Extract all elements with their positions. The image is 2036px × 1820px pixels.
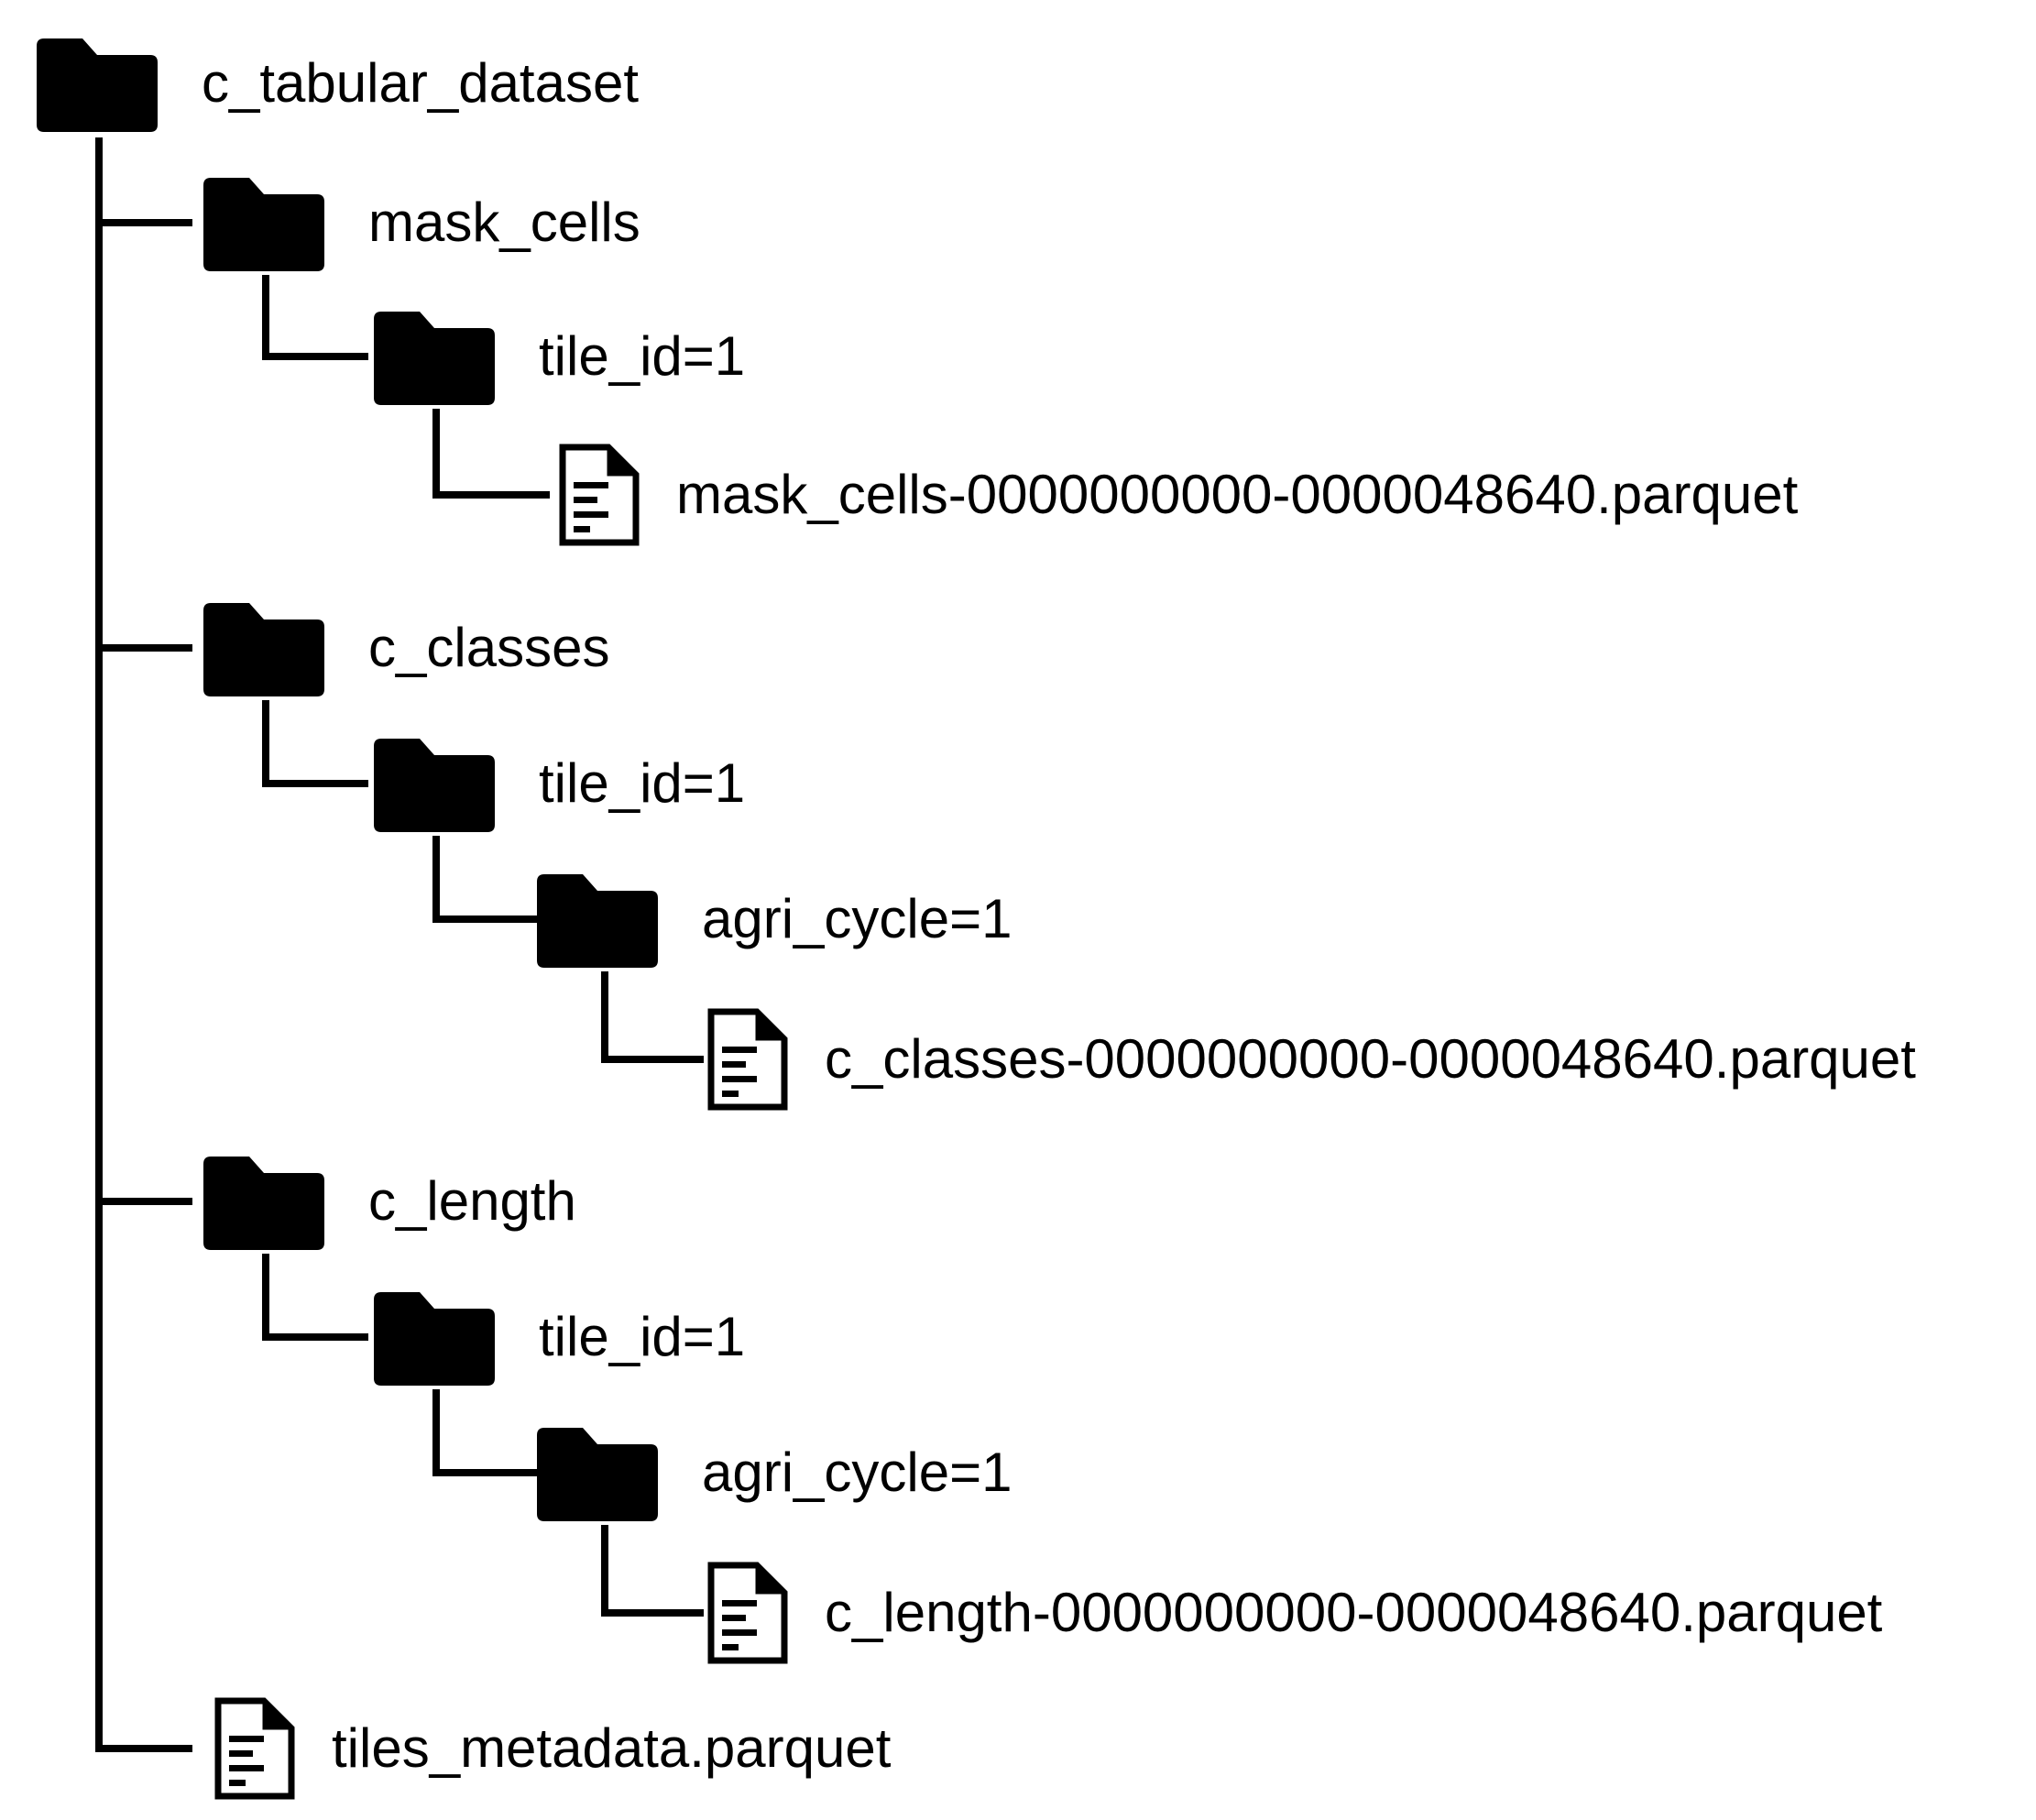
document-icon — [555, 444, 640, 546]
folder-icon — [203, 1153, 324, 1250]
tree-node-label: c_classes — [368, 617, 610, 678]
connector-elbow-tile-maskfile — [432, 409, 550, 499]
tree-node-c-tabular-dataset: c_tabular_dataset — [37, 35, 639, 132]
tree-node-agri-cycle-1: agri_cycle=1 — [537, 871, 1013, 968]
folder-icon — [374, 308, 495, 405]
tree-node-c-length-parquet: c_length-0000000000-0000048640.parquet — [704, 1562, 1882, 1664]
tree-node-label: tiles_metadata.parquet — [332, 1717, 892, 1779]
folder-icon — [374, 1288, 495, 1386]
connector-branch-mask-cells — [103, 219, 192, 226]
folder-icon — [537, 871, 658, 968]
tree-node-mask-cells: mask_cells — [203, 174, 640, 271]
tree-node-tile-id-1: tile_id=1 — [374, 308, 745, 405]
connector-elbow-c-classes-tile — [262, 700, 368, 787]
connector-elbow-c-length-tile — [262, 1254, 368, 1341]
connector-elbow-agri-classesfile — [601, 971, 704, 1063]
tree-node-c-classes-parquet: c_classes-0000000000-0000048640.parquet — [704, 1008, 1916, 1111]
tree-node-label: mask_cells — [368, 192, 640, 253]
tree-node-mask-cells-parquet: mask_cells-0000000000-0000048640.parquet — [555, 444, 1798, 546]
folder-icon — [203, 599, 324, 696]
folder-icon — [374, 735, 495, 832]
connector-elbow-tile-agri-2 — [432, 1389, 537, 1476]
connector-branch-c-length — [103, 1198, 192, 1205]
connector-trunk-elbow — [95, 137, 192, 1752]
document-icon — [211, 1697, 295, 1800]
tree-node-label: c_length — [368, 1170, 576, 1232]
tree-node-tiles-metadata-parquet: tiles_metadata.parquet — [211, 1697, 891, 1800]
tree-node-label: agri_cycle=1 — [702, 888, 1013, 949]
folder-icon — [203, 174, 324, 271]
connector-branch-c-classes — [103, 644, 192, 652]
folder-icon — [537, 1424, 658, 1521]
tree-node-label: tile_id=1 — [539, 325, 746, 387]
tree-node-label: tile_id=1 — [539, 1306, 746, 1367]
connector-elbow-agri-lengthfile — [601, 1525, 704, 1617]
tree-node-c-classes: c_classes — [203, 599, 609, 696]
tree-node-label: mask_cells-0000000000-0000048640.parquet — [676, 464, 1799, 525]
document-icon — [704, 1562, 788, 1664]
tree-node-agri-cycle-1: agri_cycle=1 — [537, 1424, 1013, 1521]
connector-elbow-mask-cells-tile — [262, 275, 368, 360]
tree-node-c-length: c_length — [203, 1153, 576, 1250]
connector-elbow-tile-agri-1 — [432, 836, 537, 923]
tree-node-label: c_classes-0000000000-0000048640.parquet — [825, 1028, 1916, 1090]
folder-icon — [37, 35, 158, 132]
tree-node-label: c_length-0000000000-0000048640.parquet — [825, 1582, 1883, 1643]
tree-node-label: tile_id=1 — [539, 752, 746, 814]
tree-node-tile-id-1: tile_id=1 — [374, 1288, 745, 1386]
document-icon — [704, 1008, 788, 1111]
tree-node-label: c_tabular_dataset — [202, 52, 640, 114]
tree-node-tile-id-1: tile_id=1 — [374, 735, 745, 832]
tree-node-label: agri_cycle=1 — [702, 1442, 1013, 1503]
